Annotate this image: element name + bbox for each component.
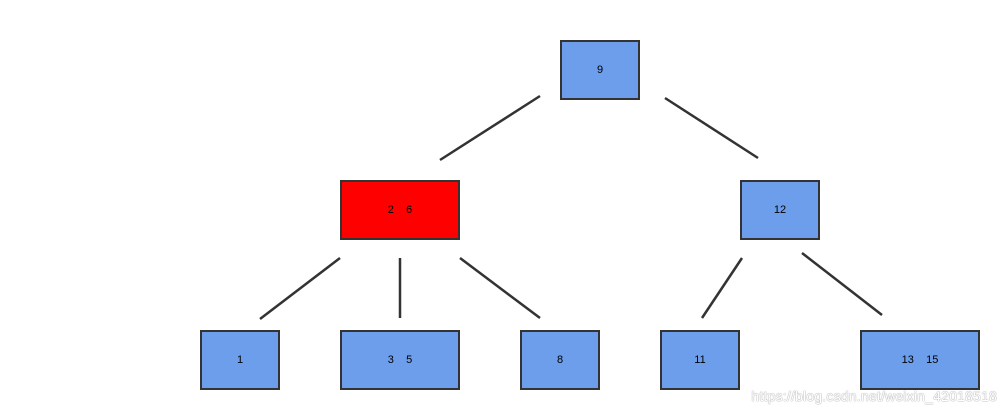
watermark: https://blog.csdn.net/weixin_42018518	[751, 388, 997, 404]
tree-node-leaf-3-5: 3 5	[340, 330, 460, 390]
edge-root-to-left	[439, 94, 541, 162]
tree-node-label: 13 15	[901, 354, 939, 366]
edge-right-to-leaf-13-15	[801, 252, 883, 316]
tree-node-label: 3 5	[387, 354, 413, 366]
tree-node-leaf-1: 1	[200, 330, 280, 390]
tree-node-left: 2 6	[340, 180, 460, 240]
edge-root-to-right	[664, 96, 759, 160]
tree-node-root: 9	[560, 40, 640, 100]
tree-node-label: 8	[556, 354, 564, 366]
tree-node-label: 1	[236, 354, 244, 366]
edge-left-to-leaf-1	[259, 257, 341, 320]
tree-node-leaf-11: 11	[660, 330, 740, 390]
edge-left-to-leaf-8	[459, 257, 541, 319]
tree-node-right: 12	[740, 180, 820, 240]
tree-node-label: 2 6	[387, 204, 413, 216]
tree-node-label: 9	[596, 64, 604, 76]
edge-right-to-leaf-11	[700, 257, 744, 319]
tree-node-label: 12	[773, 204, 787, 216]
tree-node-leaf-8: 8	[520, 330, 600, 390]
tree-node-label: 11	[694, 354, 706, 366]
tree-node-leaf-13-15: 13 15	[860, 330, 980, 390]
